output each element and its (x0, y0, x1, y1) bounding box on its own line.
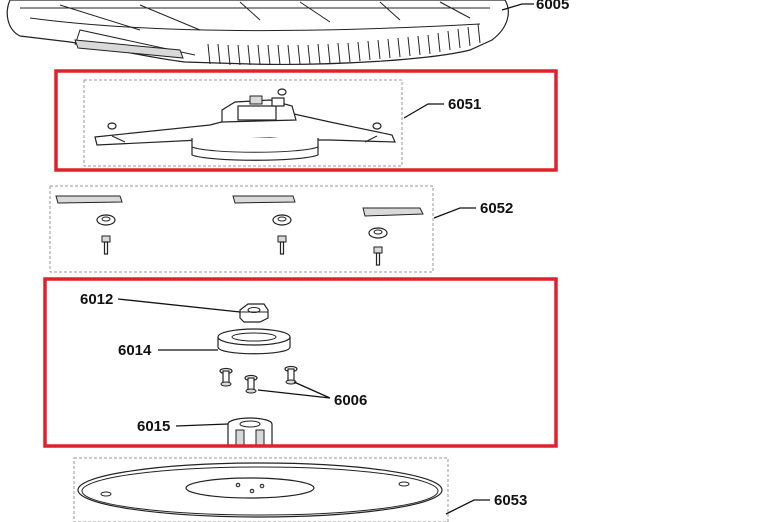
part-6006-screws (219, 365, 298, 394)
highlight-box-hub-group (43, 277, 558, 448)
label-6015: 6015 (137, 418, 170, 435)
part-6051-blade-holder (83, 79, 403, 167)
leader-6053 (445, 499, 490, 515)
part-6012-nut (239, 303, 269, 323)
label-6053: 6053 (494, 492, 527, 509)
leader-6015 (175, 423, 229, 427)
label-6014: 6014 (118, 342, 152, 359)
label-6006: 6006 (334, 392, 367, 409)
highlight-box-6051 (54, 69, 558, 172)
label-6052: 6052 (480, 200, 513, 217)
leader-6051 (403, 103, 444, 119)
label-6051: 6051 (448, 96, 481, 113)
part-6014-bearing (217, 328, 291, 355)
leader-6012 (117, 298, 241, 313)
leader-6006 (257, 381, 331, 399)
blade-set-middle (232, 195, 296, 255)
part-6052-blade-kit (49, 185, 434, 273)
part-6005-housing (6, 0, 509, 66)
leader-6005 (501, 3, 534, 11)
label-6005: 6005 (536, 0, 569, 13)
part-6053-base-disc (73, 457, 449, 522)
leader-6052 (433, 207, 476, 219)
blade-set-right (362, 207, 424, 266)
blade-set-left (55, 195, 123, 255)
label-6012: 6012 (80, 291, 113, 308)
part-6015-hub (227, 417, 273, 447)
